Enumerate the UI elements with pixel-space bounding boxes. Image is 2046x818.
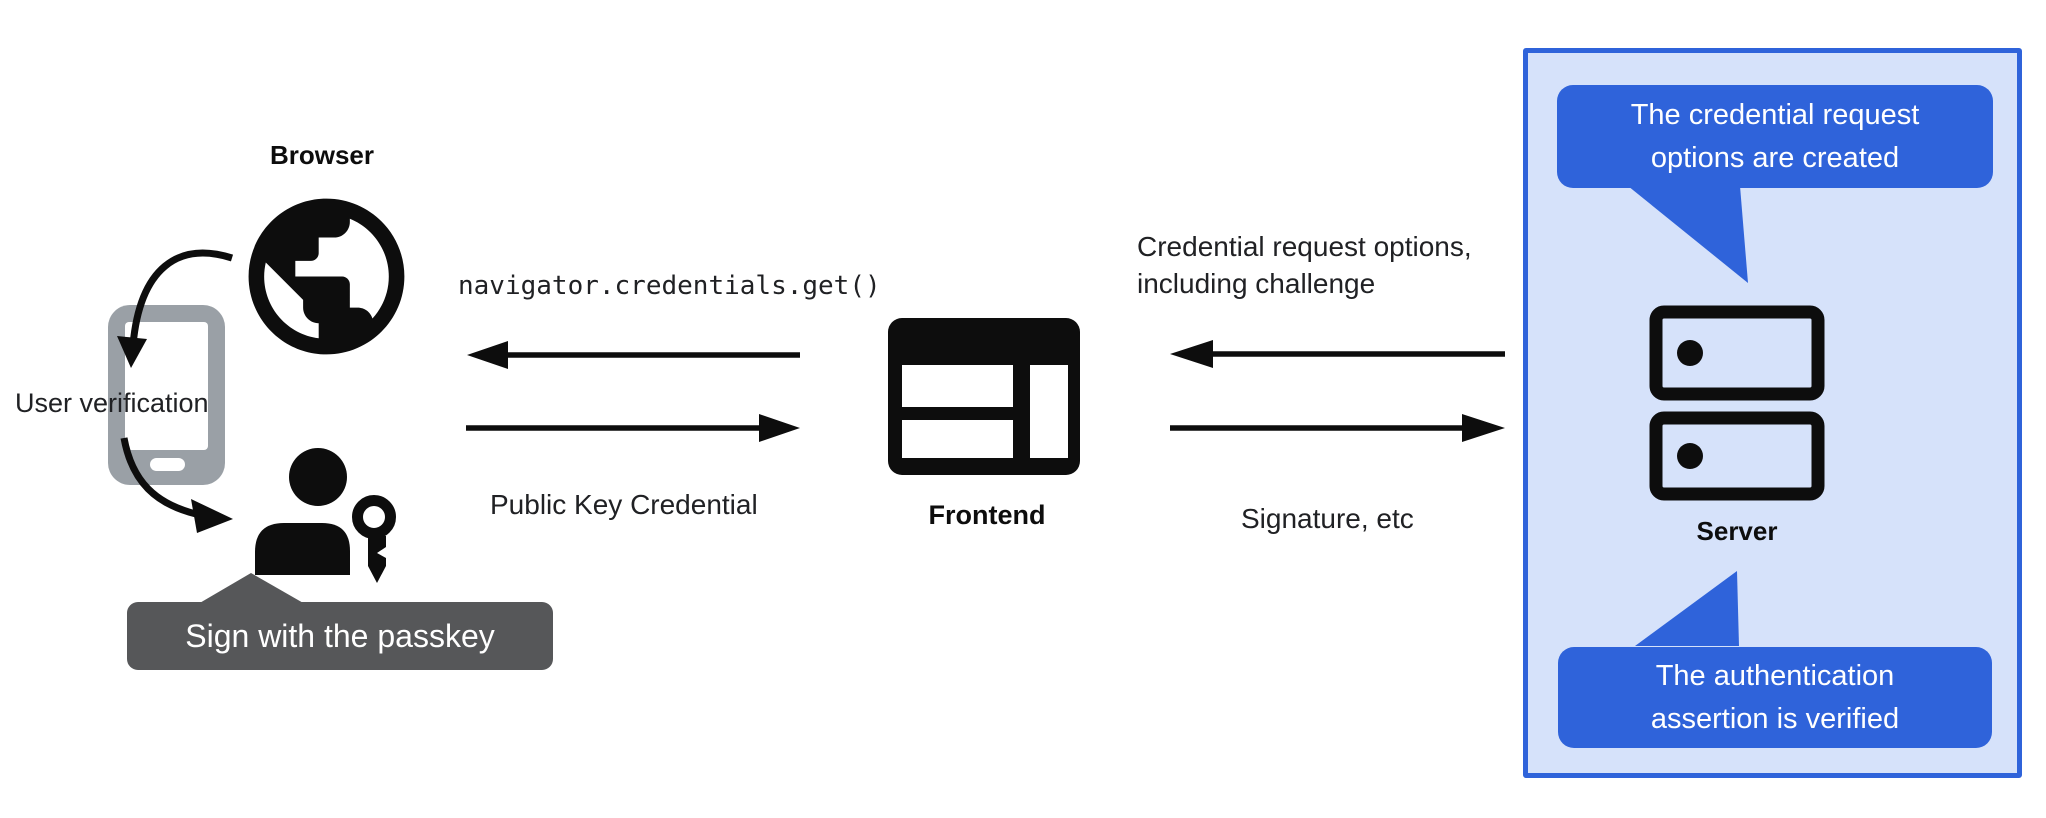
arrow-browser-to-frontend: [466, 414, 800, 442]
arrow-server-to-frontend: [1170, 340, 1505, 368]
bubble-bottom-tail: [1635, 571, 1739, 646]
arrow-frontend-to-browser: [467, 341, 800, 369]
api-call-text: navigator.credentials.get(): [458, 271, 881, 301]
curved-arrow-phone-to-person: [120, 437, 233, 533]
server-bubble-bottom-line1: The authentication: [1655, 659, 1895, 692]
server-bubble-top-line1: The credential request: [1630, 98, 1920, 131]
credential-request-line1: Credential request options,: [1137, 231, 1472, 262]
user-verification-label: User verification: [15, 388, 209, 418]
browser-label: Browser: [269, 140, 375, 170]
server-bubble-top: The credential request options are creat…: [1557, 85, 1993, 188]
arrow-frontend-to-server: [1170, 414, 1505, 442]
sign-with-passkey-tooltip: Sign with the passkey: [127, 602, 553, 670]
key-icon: [352, 495, 396, 583]
frontend-label: Frontend: [928, 500, 1046, 530]
credential-request-line2: including challenge: [1137, 268, 1376, 299]
tooltip-pointer: [198, 573, 305, 604]
public-key-credential-label: Public Key Credential: [490, 489, 758, 520]
server-bubble-top-line2: options are created: [1650, 141, 1900, 174]
globe-icon: [248, 198, 405, 355]
browser-window-icon: [888, 318, 1080, 475]
server-stack-icon: [1649, 305, 1825, 501]
bubble-top-tail: [1628, 186, 1748, 283]
signature-label: Signature, etc: [1241, 503, 1414, 534]
person-icon: [255, 448, 350, 575]
server-bubble-bottom: The authentication assertion is verified: [1558, 647, 1992, 748]
credential-request-text: Credential request options, including ch…: [1137, 228, 1472, 302]
server-bubble-bottom-line2: assertion is verified: [1650, 702, 1900, 735]
curved-arrow-globe-to-phone: [117, 249, 234, 368]
server-label: Server: [1696, 516, 1778, 546]
